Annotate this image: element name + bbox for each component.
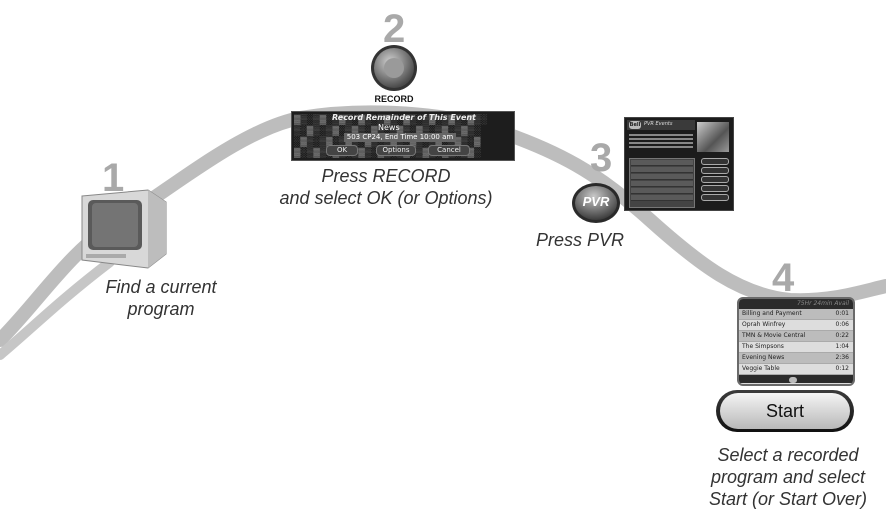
ok-button[interactable]: OK: [326, 145, 358, 156]
list-item[interactable]: Veggie Table 0:12: [739, 364, 853, 375]
pvr-side-button: [701, 194, 729, 201]
list-item[interactable]: Evening News 2:36: [739, 353, 853, 364]
pvr-preview-image: [697, 122, 729, 152]
list-item[interactable]: Billing and Payment 0:01: [739, 309, 853, 320]
caption-line: Press RECORD: [321, 166, 451, 186]
dialog-background-texture: ▒░▓▒░▒▓░▒▓▒░▓▒░▒▓▒░▓▒░▒▓░▒▓▒░: [294, 125, 481, 135]
pvr-side-button: [701, 176, 729, 183]
item-duration: 0:06: [835, 321, 849, 328]
dialog-background-texture: ▓▒░▒▓░▒▓▒░▓▒░▒▓▒░▓▒░▒▓░▒▓▒░▓▒░: [294, 114, 487, 124]
start-button-label: Start: [720, 393, 850, 429]
pvr-event-list: [629, 158, 695, 208]
item-title: The Simpsons: [742, 343, 784, 350]
step-3-caption: Press PVR: [520, 229, 640, 251]
caption-line: Select a recorded: [717, 445, 859, 465]
step-2-number: 2: [383, 7, 406, 51]
item-duration: 0:22: [835, 332, 849, 339]
start-button[interactable]: Start: [716, 390, 854, 432]
pvr-description: [629, 132, 693, 154]
recorded-programs-list: 75Hr 24min Avail Billing and Payment 0:01…: [737, 297, 855, 386]
list-header: 75Hr 24min Avail: [739, 299, 853, 309]
list-item[interactable]: The Simpsons 1:04: [739, 342, 853, 353]
step-2-caption: Press RECORD and select OK (or Options): [256, 165, 516, 209]
cancel-button[interactable]: Cancel: [428, 145, 470, 156]
caption-line: Find a current: [105, 277, 217, 297]
bell-logo: Bell: [629, 121, 641, 129]
record-dialog: ▓▒░▒▓░▒▓▒░▓▒░▒▓▒░▓▒░▒▓░▒▓▒░▓▒░ ▒░▓▒░▒▓░▒…: [291, 111, 515, 161]
pvr-screen-title: PVR Events: [644, 121, 673, 127]
item-title: Oprah Winfrey: [742, 321, 786, 328]
pvr-screen-thumbnail: Bell PVR Events: [624, 117, 734, 211]
pvr-button-label: PVR: [582, 194, 610, 209]
dialog-channel: News: [378, 123, 400, 132]
item-title: Billing and Payment: [742, 310, 802, 317]
item-duration: 0:12: [835, 365, 849, 372]
record-label: RECORD: [374, 94, 414, 104]
pvr-button-icon[interactable]: [571, 182, 621, 224]
item-title: TMN & Movie Central: [742, 332, 806, 339]
caption-line: program and select: [710, 467, 866, 487]
list-item[interactable]: TMN & Movie Central 0:22: [739, 331, 853, 342]
step-4-number: 4: [772, 256, 795, 300]
item-title: Veggie Table: [742, 365, 780, 372]
scroll-down-icon[interactable]: [789, 377, 797, 383]
list-item[interactable]: Oprah Winfrey 0:06: [739, 320, 853, 331]
caption-line: Press PVR: [535, 230, 625, 250]
item-title: Evening News: [742, 354, 785, 361]
pvr-side-button: [701, 185, 729, 192]
caption-line: Start (or Start Over): [708, 489, 868, 509]
step-4-caption: Select a recorded program and select Sta…: [690, 444, 886, 510]
pvr-side-button: [701, 158, 729, 165]
step-3-number: 3: [590, 136, 613, 180]
pvr-screen-header: [627, 120, 695, 130]
item-duration: 2:36: [835, 354, 849, 361]
step-1-caption: Find a current program: [76, 276, 246, 320]
step-1-number: 1: [102, 156, 125, 200]
caption-line: program: [127, 299, 195, 319]
item-duration: 1:04: [835, 343, 849, 350]
tv-icon: [81, 189, 167, 269]
item-duration: 0:01: [835, 310, 849, 317]
options-button[interactable]: Options: [376, 145, 416, 156]
dialog-time-line: 503 CP24, End Time 10:00 am: [344, 133, 456, 142]
caption-line: and select OK (or Options): [279, 188, 493, 208]
record-button-icon[interactable]: [370, 44, 418, 92]
pvr-side-button: [701, 167, 729, 174]
dialog-title: Record Remainder of This Event: [332, 113, 476, 122]
